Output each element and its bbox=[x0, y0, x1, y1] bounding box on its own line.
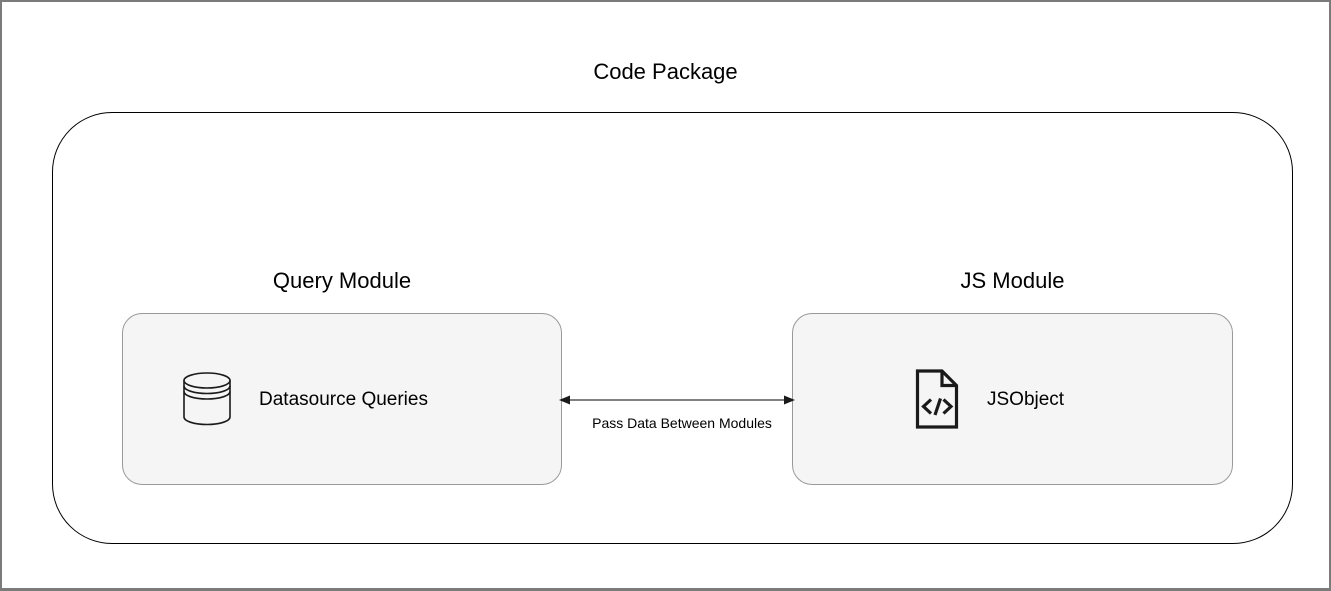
query-module-title: Query Module bbox=[272, 268, 412, 293]
code-file-icon bbox=[915, 369, 959, 429]
bidirectional-arrow[interactable] bbox=[559, 392, 795, 408]
query-node-label: Datasource Queries bbox=[259, 388, 428, 410]
connector-label: Pass Data Between Modules bbox=[592, 415, 772, 431]
diagram-title: Code Package bbox=[593, 59, 738, 84]
js-module-node[interactable]: JSObject bbox=[792, 313, 1233, 485]
js-node-label: JSObject bbox=[987, 388, 1065, 410]
query-module-node[interactable]: Datasource Queries bbox=[122, 313, 562, 485]
database-icon bbox=[183, 372, 231, 426]
js-module-title: JS Module bbox=[960, 268, 1065, 293]
